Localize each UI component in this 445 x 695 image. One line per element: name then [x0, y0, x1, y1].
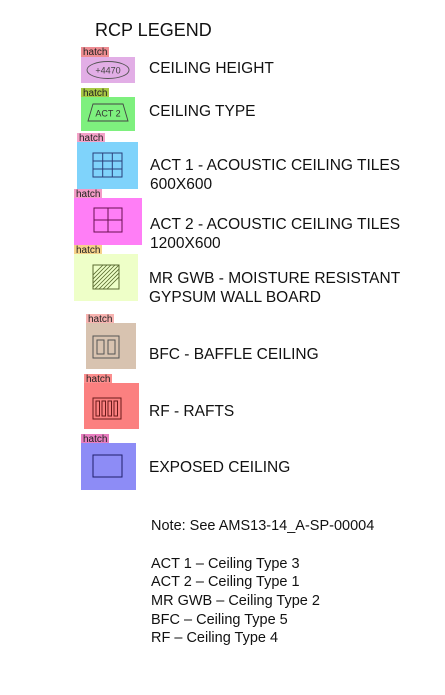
legend-label-ceiling-height: CEILING HEIGHT — [149, 60, 274, 77]
legend-label-exposed: EXPOSED CEILING — [149, 459, 291, 476]
hatch-tag-mr-gwb: hatch — [74, 245, 103, 256]
legend-label-rf: RF - RAFTS — [149, 403, 235, 420]
hatch-tag-rf: hatch — [84, 374, 113, 385]
act2-grid-hatch — [93, 207, 123, 233]
mapping-line-mr-gwb: MR GWB – Ceiling Type 2 — [151, 593, 320, 609]
mr-gwb-diagonal-hatch — [92, 264, 120, 290]
mapping-line-act2: ACT 2 – Ceiling Type 1 — [151, 574, 300, 590]
exposed-outline — [92, 454, 123, 478]
ceiling-type-symbol: ACT 2 — [87, 103, 129, 122]
legend-label-act1-size: 600X600 — [150, 176, 213, 193]
ceiling-height-symbol-text: +4470 — [95, 66, 120, 76]
hatch-tag-act1: hatch — [77, 133, 106, 144]
rf-rafts-hatch — [92, 397, 122, 420]
hatch-tag-bfc: hatch — [86, 314, 115, 325]
ceiling-type-swatch: ACT 2 — [81, 97, 135, 131]
bfc-swatch — [86, 323, 136, 369]
act1-swatch — [77, 142, 138, 189]
hatch-tag-act2: hatch — [74, 189, 103, 200]
act1-grid-hatch — [92, 152, 123, 178]
reference-note: Note: See AMS13-14_A-SP-00004 — [151, 518, 375, 534]
act2-swatch — [74, 198, 142, 245]
legend-label-bfc: BFC - BAFFLE CEILING — [149, 346, 319, 363]
rf-swatch — [84, 383, 139, 429]
mapping-line-act1: ACT 1 – Ceiling Type 3 — [151, 556, 300, 572]
mapping-line-bfc: BFC – Ceiling Type 5 — [151, 612, 288, 628]
legend-label-mr-gwb: MR GWB - MOISTURE RESISTANT — [149, 270, 401, 287]
exposed-swatch — [81, 443, 136, 490]
legend-label-ceiling-type: CEILING TYPE — [149, 103, 256, 120]
ceiling-type-symbol-text: ACT 2 — [95, 109, 120, 119]
mapping-line-rf: RF – Ceiling Type 4 — [151, 630, 279, 646]
legend-title: RCP LEGEND — [95, 20, 212, 40]
ceiling-height-swatch: +4470 — [81, 57, 135, 83]
legend-label-act2: ACT 2 - ACOUSTIC CEILING TILES — [150, 216, 401, 233]
mr-gwb-swatch — [74, 254, 138, 301]
ceiling-height-symbol: +4470 — [86, 61, 130, 79]
bfc-baffle-hatch — [92, 335, 120, 359]
legend-label-act1: ACT 1 - ACOUSTIC CEILING TILES — [150, 157, 401, 174]
legend-label-act2-size: 1200X600 — [150, 235, 221, 252]
legend-label-mr-gwb-desc: GYPSUM WALL BOARD — [149, 289, 321, 306]
hatch-tag-ceiling-height: hatch — [81, 47, 110, 58]
hatch-tag-ceiling-type: hatch — [81, 88, 110, 99]
hatch-tag-exposed: hatch — [81, 434, 110, 445]
